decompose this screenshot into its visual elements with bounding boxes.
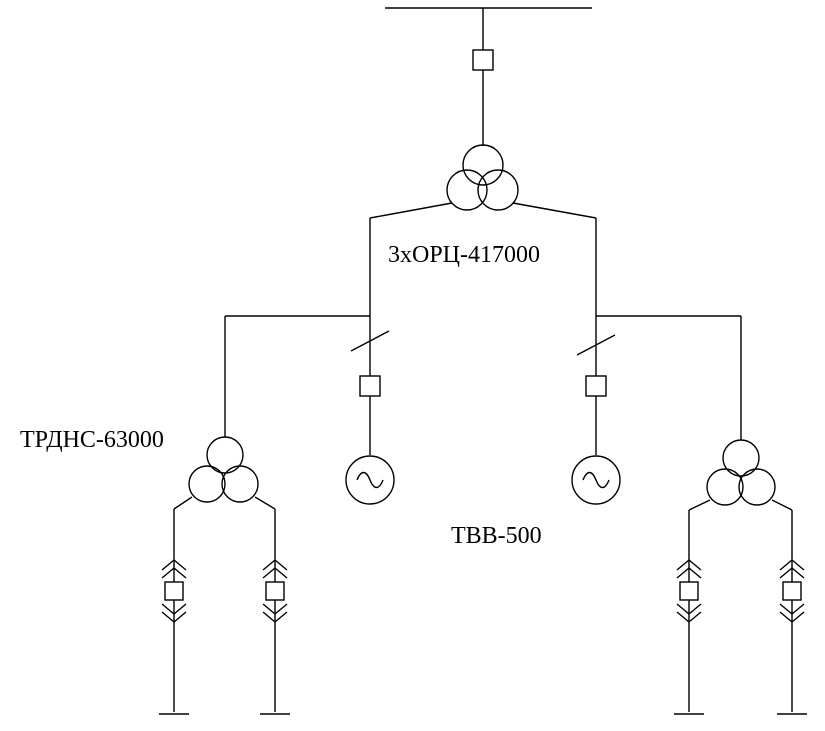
left-generator-symbol [345, 455, 395, 505]
main-breaker [472, 49, 494, 71]
right-generator-branch [571, 268, 741, 505]
aux-feeder-4 [777, 556, 807, 715]
left-aux-transformer [173, 316, 276, 556]
right-generator-symbol [571, 455, 621, 505]
aux-feeder-2 [260, 556, 290, 715]
left-disconnector [350, 330, 390, 352]
right-aux-transformer [688, 316, 793, 556]
main-transformer-branches [369, 202, 597, 268]
main-transformer-symbol [446, 144, 519, 211]
aux-feeder-3 [674, 556, 704, 715]
right-disconnector [576, 334, 616, 356]
left-generator-branch [225, 268, 395, 505]
right-generator-breaker [585, 375, 607, 397]
aux-transformer-label: ТРДНС-63000 [20, 427, 164, 453]
aux-feeder-1 [159, 556, 189, 715]
generator-label: ТВВ-500 [451, 523, 542, 549]
main-feeder [472, 8, 494, 146]
main-transformer-label: 3хОРЦ-417000 [388, 242, 541, 268]
left-generator-breaker [359, 375, 381, 397]
